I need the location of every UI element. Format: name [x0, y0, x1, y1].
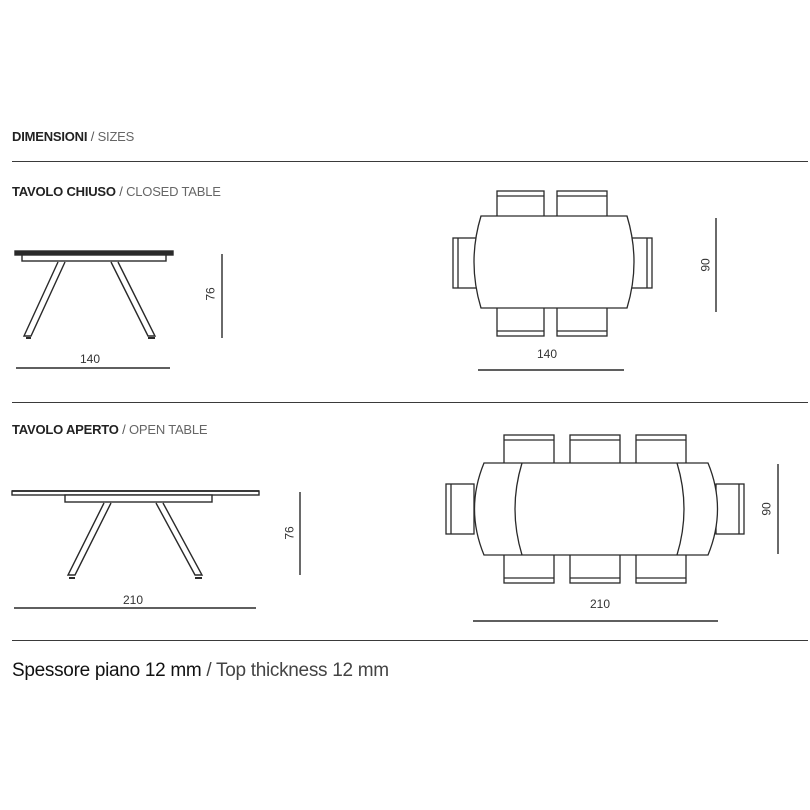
- divider-middle: [12, 402, 808, 403]
- closed-table-label-en: CLOSED TABLE: [126, 184, 221, 199]
- top-thickness-it: Spessore piano 12 mm: [12, 660, 202, 681]
- top-thickness-en: Top thickness 12 mm: [216, 660, 389, 681]
- open-top-extension-left: [514, 462, 523, 556]
- closed-table-separator: /: [119, 184, 123, 199]
- open-chair-left: [445, 483, 475, 535]
- closed-top-length-label: 140: [537, 347, 558, 361]
- open-top-surface: [473, 462, 719, 556]
- closed-table-heading: TAVOLO CHIUSO / CLOSED TABLE: [12, 184, 221, 199]
- open-top-width-label: 90: [759, 502, 774, 516]
- sizes-heading-separator: /: [90, 129, 95, 144]
- top-thickness-separator: /: [206, 660, 212, 681]
- closed-side-leg-left: [22, 261, 66, 337]
- open-side-leg-right: [155, 502, 204, 576]
- closed-table-label-it: TAVOLO CHIUSO: [12, 184, 116, 199]
- open-table-heading: TAVOLO APERTO / OPEN TABLE: [12, 422, 208, 437]
- open-side-length-label: 210: [123, 593, 144, 607]
- top-thickness-note: Spessore piano 12 mm / Top thickness 12 …: [12, 660, 389, 682]
- sizes-heading-en: SIZES: [97, 129, 135, 144]
- open-side-leg-left: [66, 502, 112, 576]
- closed-side-leg-right: [110, 261, 157, 337]
- closed-side-frame: [21, 254, 167, 262]
- open-top-length-label: 210: [590, 597, 611, 611]
- open-table-separator: /: [122, 422, 126, 437]
- closed-side-length-label: 140: [80, 352, 101, 366]
- open-top-extension-right: [676, 462, 685, 556]
- sizes-heading-it: DIMENSIONI: [12, 129, 88, 144]
- closed-top-surface: [473, 215, 635, 309]
- divider-top: [12, 161, 808, 162]
- open-chair-right: [715, 483, 745, 535]
- open-table-label-it: TAVOLO APERTO: [12, 422, 119, 437]
- open-side-frame: [64, 494, 213, 503]
- sizes-heading: DIMENSIONI / SIZES: [12, 129, 134, 144]
- open-table-label-en: OPEN TABLE: [128, 422, 208, 437]
- divider-bottom: [12, 640, 808, 641]
